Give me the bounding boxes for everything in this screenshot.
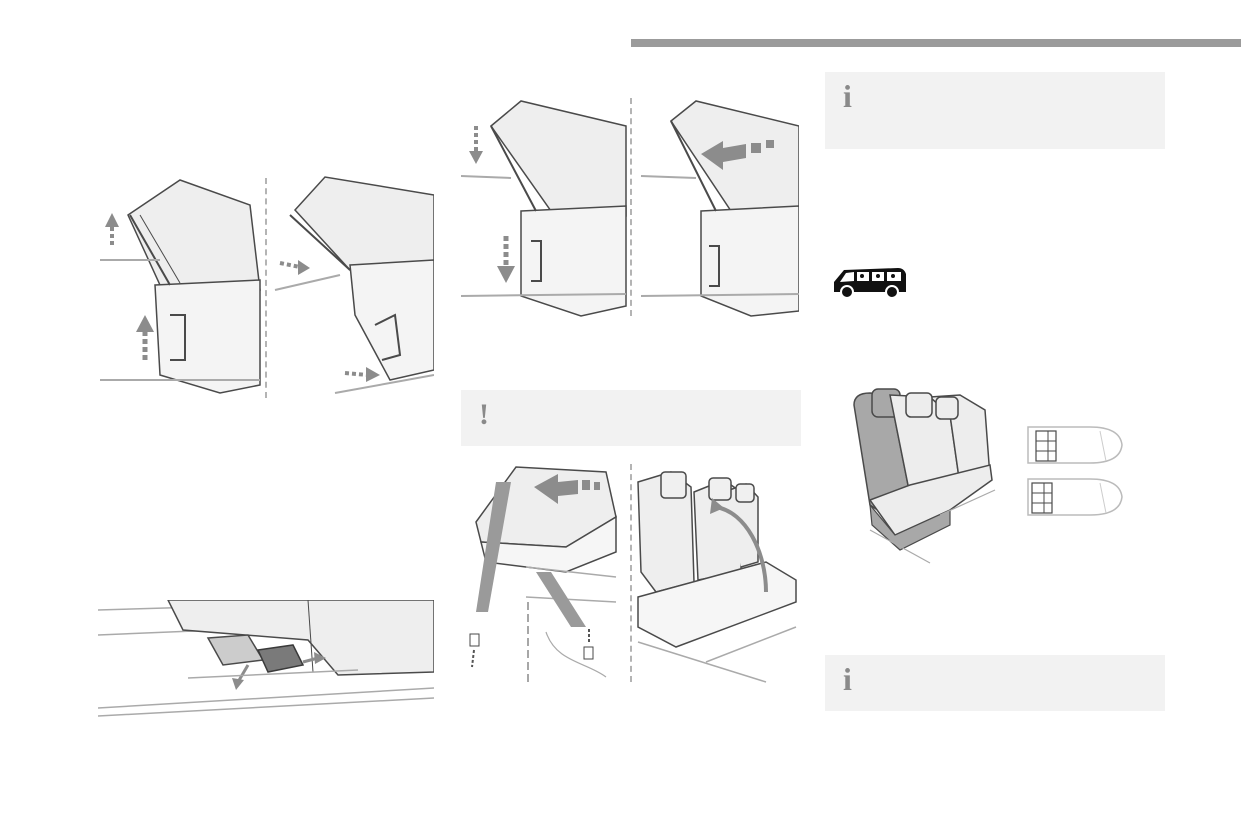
section-header-bar (631, 39, 1241, 47)
van-with-passengers-icon (832, 264, 908, 300)
panel-divider (630, 464, 632, 682)
info-icon: i (843, 78, 852, 114)
panel-divider (265, 178, 267, 398)
warning-icon: ! (479, 398, 489, 431)
seat-rail-anchor-illustration (98, 600, 434, 718)
bench-seat-layout-illustration (850, 385, 1130, 565)
panel-divider (630, 98, 632, 316)
info-note: i (825, 72, 1165, 149)
seatback-fold-illustration (466, 462, 800, 684)
info-note: i (825, 655, 1165, 711)
seat-lock-down-illustration (461, 96, 799, 318)
info-icon: i (843, 661, 852, 697)
seat-tip-forward-illustration (100, 175, 434, 400)
warning-note: ! (461, 390, 801, 446)
